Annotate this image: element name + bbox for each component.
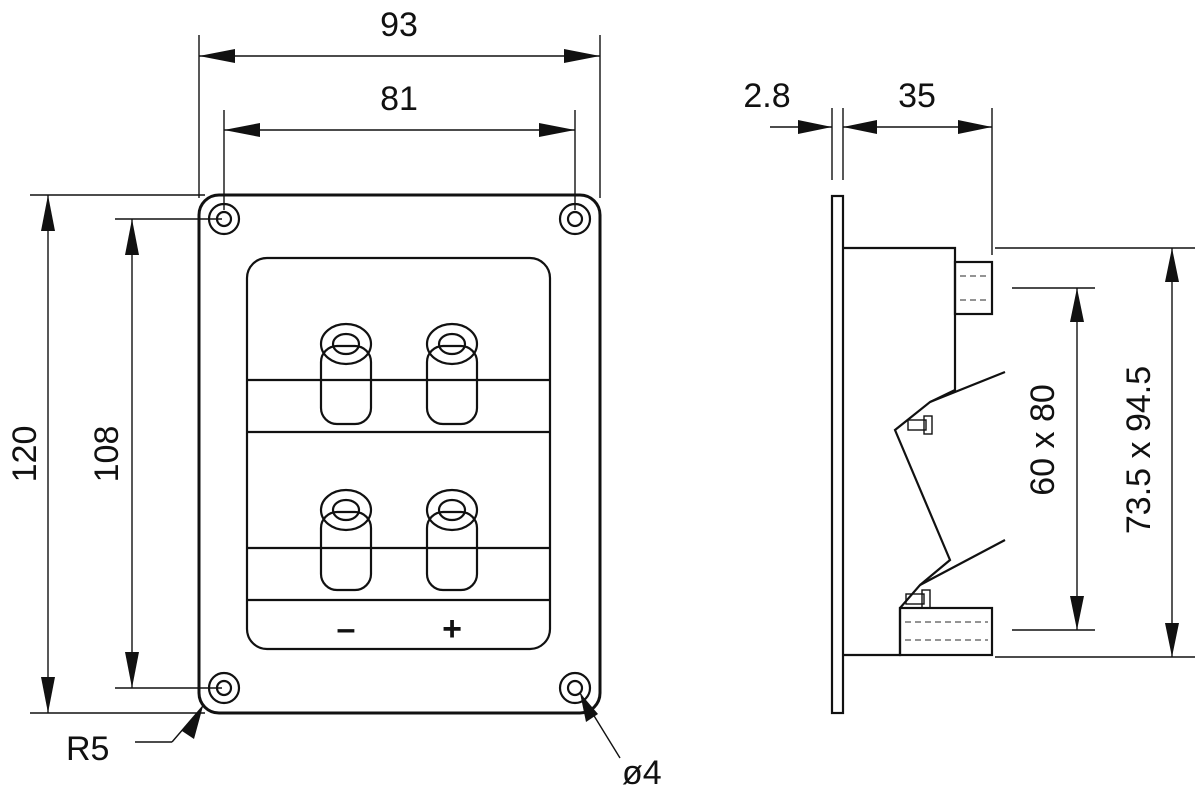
binding-post-top-left	[319, 322, 373, 426]
mounting-hole-bottom-left	[207, 671, 241, 705]
side-view: 2.8 35	[743, 77, 1195, 715]
dimension-hole-spacing-height: 108	[88, 218, 222, 689]
label-93: 93	[380, 6, 418, 44]
front-view: 93 81 120 108	[6, 6, 662, 786]
label-60x80: 60 x 80	[1024, 384, 1062, 496]
label-diameter: ø4	[622, 754, 662, 786]
dimension-hole-spacing-width: 81	[223, 80, 576, 210]
clip-screw-lower	[905, 589, 931, 609]
label-2-8: 2.8	[743, 77, 790, 115]
clip-screw-upper	[907, 415, 933, 435]
dimension-plate-thickness: 2.8	[743, 77, 844, 180]
dimension-cutout: 60 x 80	[1012, 287, 1095, 631]
label-35: 35	[898, 77, 936, 115]
dimension-overall-height: 120	[6, 194, 205, 714]
plate-edge	[830, 194, 845, 715]
label-81: 81	[380, 80, 418, 118]
negative-terminal-mark: –	[337, 610, 356, 648]
terminal-recess	[245, 256, 552, 651]
corner-radius-callout: R5	[66, 705, 204, 768]
rear-stud-top	[953, 260, 994, 316]
mounting-hole-bottom-right	[558, 671, 592, 705]
mounting-plate	[197, 193, 602, 715]
dimension-depth: 35	[843, 77, 993, 255]
mounting-hole-top-left	[207, 202, 241, 236]
terminal-body-profile	[843, 246, 1006, 657]
binding-post-bottom-left	[319, 488, 373, 592]
rear-stud-bottom	[898, 606, 994, 657]
label-73-5x94-5: 73.5 x 94.5	[1120, 366, 1158, 534]
positive-terminal-mark: +	[442, 610, 462, 648]
binding-posts	[319, 322, 479, 592]
dimension-overall-width: 93	[198, 6, 601, 198]
binding-post-top-right	[425, 322, 479, 426]
label-108: 108	[88, 426, 126, 483]
dimension-body: 73.5 x 94.5	[995, 247, 1195, 658]
label-r5: R5	[66, 730, 109, 768]
mounting-holes	[207, 202, 592, 705]
hole-diameter-callout: ø4	[579, 692, 662, 786]
mounting-hole-top-right	[558, 202, 592, 236]
terminal-bands	[247, 378, 550, 602]
label-120: 120	[6, 426, 44, 483]
binding-post-bottom-right	[425, 488, 479, 592]
